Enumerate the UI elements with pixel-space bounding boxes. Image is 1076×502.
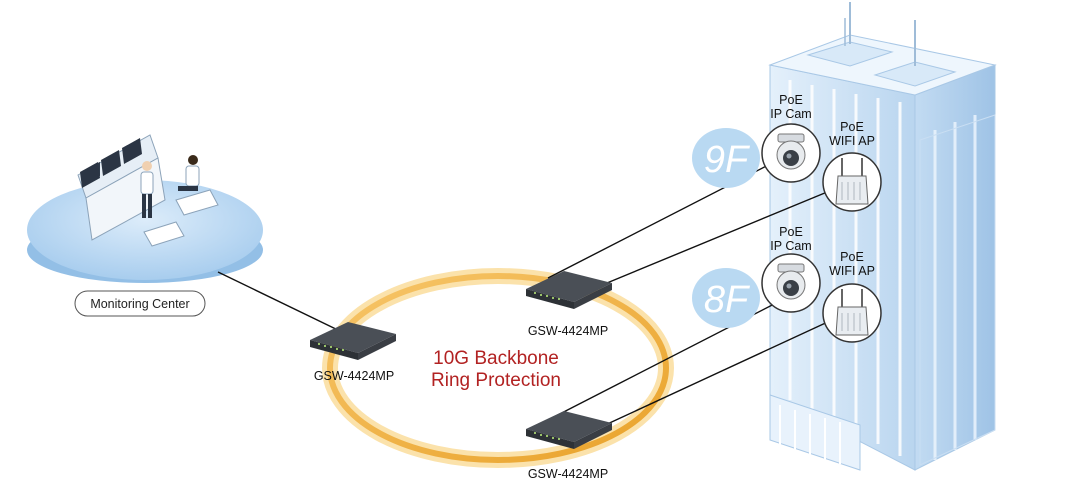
backbone-ring <box>322 268 674 468</box>
switch-left-label: GSW-4424MP <box>314 369 394 383</box>
ring-label-line1: 10G Backbone <box>433 348 559 369</box>
ring-label-line2: Ring Protection <box>431 370 561 391</box>
monitoring-center-label: Monitoring Center <box>90 297 189 311</box>
floor-9f-ap-label-line2: WIFI AP <box>829 134 875 148</box>
ip-camera-icon <box>761 253 821 313</box>
floor-8f-camera-label-line2: IP Cam <box>770 239 811 253</box>
office-building <box>768 2 997 471</box>
wifi-ap-icon <box>822 283 882 343</box>
floor-8f-ap-label-line1: PoE <box>840 250 864 264</box>
operator-figures-icon <box>140 155 200 218</box>
ip-camera-icon <box>761 123 821 183</box>
floor-8f-badge: 8F <box>692 268 760 328</box>
monitoring-center-label-box <box>74 290 206 317</box>
floor-8f-label: 8F <box>704 279 750 321</box>
floor-8f-ap-label-line2: WIFI AP <box>829 264 875 278</box>
switch-top-icon <box>526 271 612 309</box>
floor-9f-ap-label-line1: PoE <box>840 120 864 134</box>
monitor-screens-icon <box>80 138 142 188</box>
floor-8f-camera-label-line1: PoE <box>779 225 803 239</box>
switch-bottom-label: GSW-4424MP <box>528 467 608 481</box>
floor-9f-label: 9F <box>704 139 750 181</box>
wifi-ap-icon <box>822 152 882 212</box>
floor-9f-camera-label-line1: PoE <box>779 93 803 107</box>
switch-left-icon <box>310 322 396 360</box>
floor-9f-badge: 9F <box>692 128 760 188</box>
switch-top-label: GSW-4424MP <box>528 324 608 338</box>
switch-bottom-icon <box>526 411 612 449</box>
monitoring-center <box>27 134 263 283</box>
floor-9f-camera-label-line2: IP Cam <box>770 107 811 121</box>
